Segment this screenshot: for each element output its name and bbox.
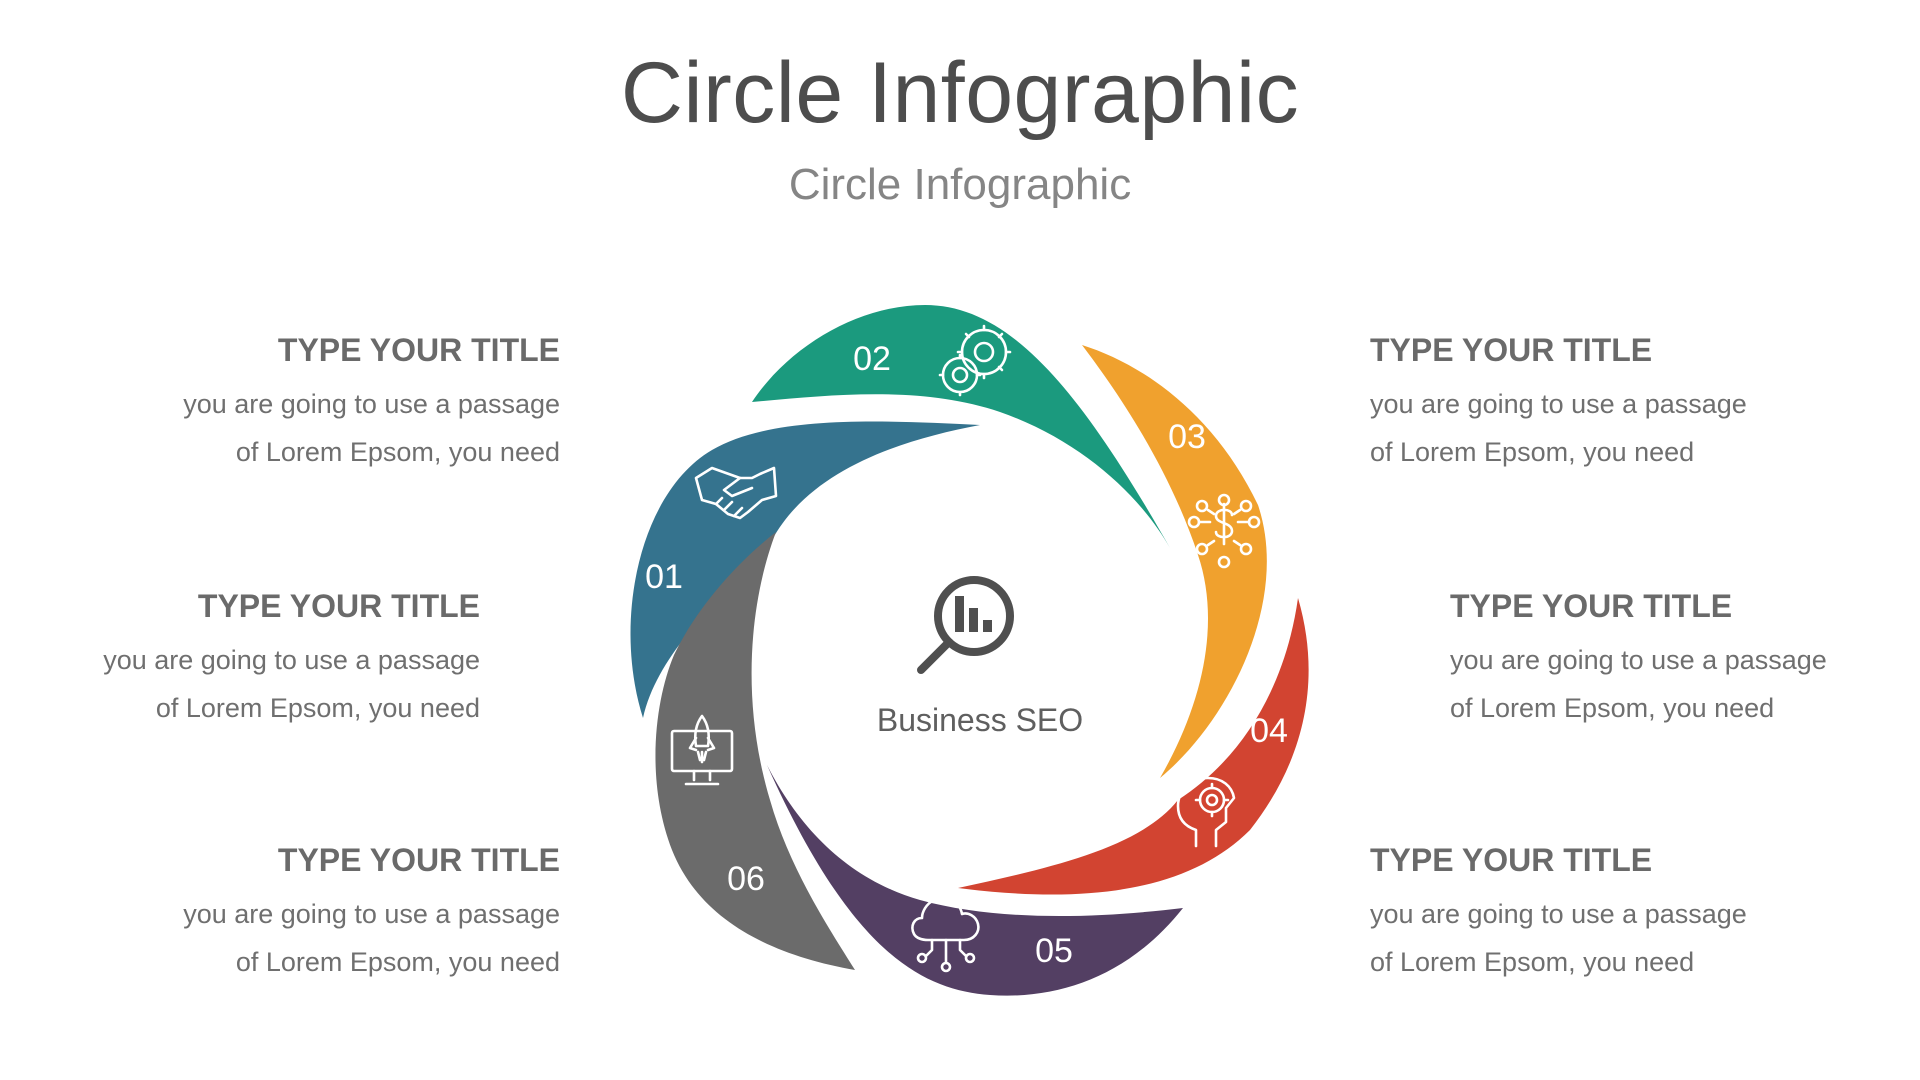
rocket-monitor-icon bbox=[670, 714, 734, 786]
segment-04 bbox=[958, 598, 1309, 895]
head-gear-icon bbox=[1176, 776, 1236, 848]
text-block-4: TYPE YOUR TITLE you are going to use a p… bbox=[1370, 330, 1790, 476]
cloud-network-icon bbox=[911, 896, 980, 973]
block-title: TYPE YOUR TITLE bbox=[1450, 588, 1733, 624]
segment-number-06: 06 bbox=[727, 860, 765, 898]
subtitle: Circle Infographic bbox=[788, 160, 1132, 209]
block-text: you are going to use a passage bbox=[1450, 645, 1827, 675]
segment-06 bbox=[655, 532, 855, 970]
block-text: you are going to use a passage bbox=[1370, 899, 1747, 929]
center-label: Business SEO bbox=[876, 702, 1084, 738]
text-block-2: TYPE YOUR TITLE you are going to use a p… bbox=[60, 586, 480, 732]
block-text: you are going to use a passage bbox=[1370, 389, 1747, 419]
block-text: you are going to use a passage bbox=[183, 899, 560, 929]
segment-number-03: 03 bbox=[1168, 418, 1206, 456]
text-block-3: TYPE YOUR TITLE you are going to use a p… bbox=[140, 840, 560, 986]
segment-03 bbox=[1082, 345, 1267, 778]
block-text: you are going to use a passage bbox=[183, 389, 560, 419]
handshake-icon bbox=[694, 466, 778, 520]
segment-05 bbox=[767, 765, 1183, 996]
block-text: of Lorem Epsom, you need bbox=[155, 693, 480, 723]
block-title: TYPE YOUR TITLE bbox=[1370, 842, 1653, 878]
block-text: of Lorem Epsom, you need bbox=[1370, 947, 1695, 977]
gears-icon bbox=[938, 324, 1012, 397]
segment-number-04: 04 bbox=[1250, 712, 1288, 750]
segment-number-01: 01 bbox=[645, 558, 683, 596]
magnifier-chart-icon bbox=[917, 576, 1014, 674]
text-block-1: TYPE YOUR TITLE you are going to use a p… bbox=[140, 330, 560, 476]
block-text: you are going to use a passage bbox=[103, 645, 480, 675]
segment-number-05: 05 bbox=[1035, 932, 1073, 970]
text-block-5: TYPE YOUR TITLE you are going to use a p… bbox=[1450, 586, 1870, 732]
block-title: TYPE YOUR TITLE bbox=[197, 588, 480, 624]
block-text: of Lorem Epsom, you need bbox=[1450, 693, 1775, 723]
block-title: TYPE YOUR TITLE bbox=[277, 332, 560, 368]
segment-02 bbox=[752, 305, 1170, 548]
block-text: of Lorem Epsom, you need bbox=[1370, 437, 1695, 467]
dollar-network-icon bbox=[1187, 493, 1261, 569]
block-title: TYPE YOUR TITLE bbox=[1370, 332, 1653, 368]
text-block-6: TYPE YOUR TITLE you are going to use a p… bbox=[1370, 840, 1790, 986]
main-title: Circle Infographic bbox=[620, 45, 1300, 141]
block-text: of Lorem Epsom, you need bbox=[235, 947, 560, 977]
block-title: TYPE YOUR TITLE bbox=[277, 842, 560, 878]
block-text: of Lorem Epsom, you need bbox=[235, 437, 560, 467]
segment-01 bbox=[630, 421, 980, 718]
segment-number-02: 02 bbox=[853, 340, 891, 378]
